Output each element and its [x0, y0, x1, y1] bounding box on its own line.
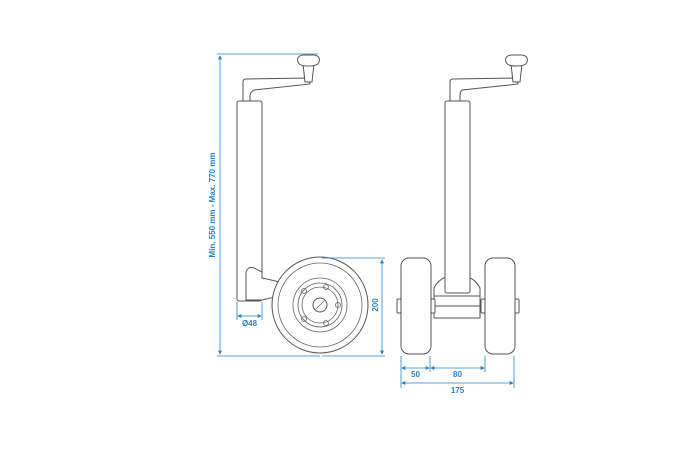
- wheel-diameter-label: 200: [371, 298, 380, 312]
- crank-arm: [242, 77, 311, 103]
- handle-grip: [302, 63, 315, 83]
- handle-knob-front: [505, 54, 528, 67]
- side-view: Min. 550 mm - Max. 770 mm Ø48 200: [208, 53, 385, 357]
- axle-pin: [314, 299, 326, 311]
- height-range-label: Min. 550 mm - Max. 770 mm: [208, 153, 217, 258]
- left-wheel: [400, 257, 432, 355]
- tube-diameter-label: Ø48: [242, 319, 258, 328]
- handle-knob: [297, 54, 320, 67]
- wheel-rim: [292, 277, 348, 333]
- tube: [236, 100, 263, 302]
- rim-holes: [301, 284, 341, 326]
- front-view: 50 80 175: [396, 54, 528, 395]
- right-wheel: [484, 257, 516, 355]
- axle: [433, 295, 481, 307]
- total-width-label: 175: [451, 386, 465, 395]
- wheel-width-label: 50: [411, 370, 420, 379]
- wheel-gap-label: 80: [453, 370, 462, 379]
- crank-arm-front: [449, 77, 519, 103]
- tube-front: [444, 100, 471, 294]
